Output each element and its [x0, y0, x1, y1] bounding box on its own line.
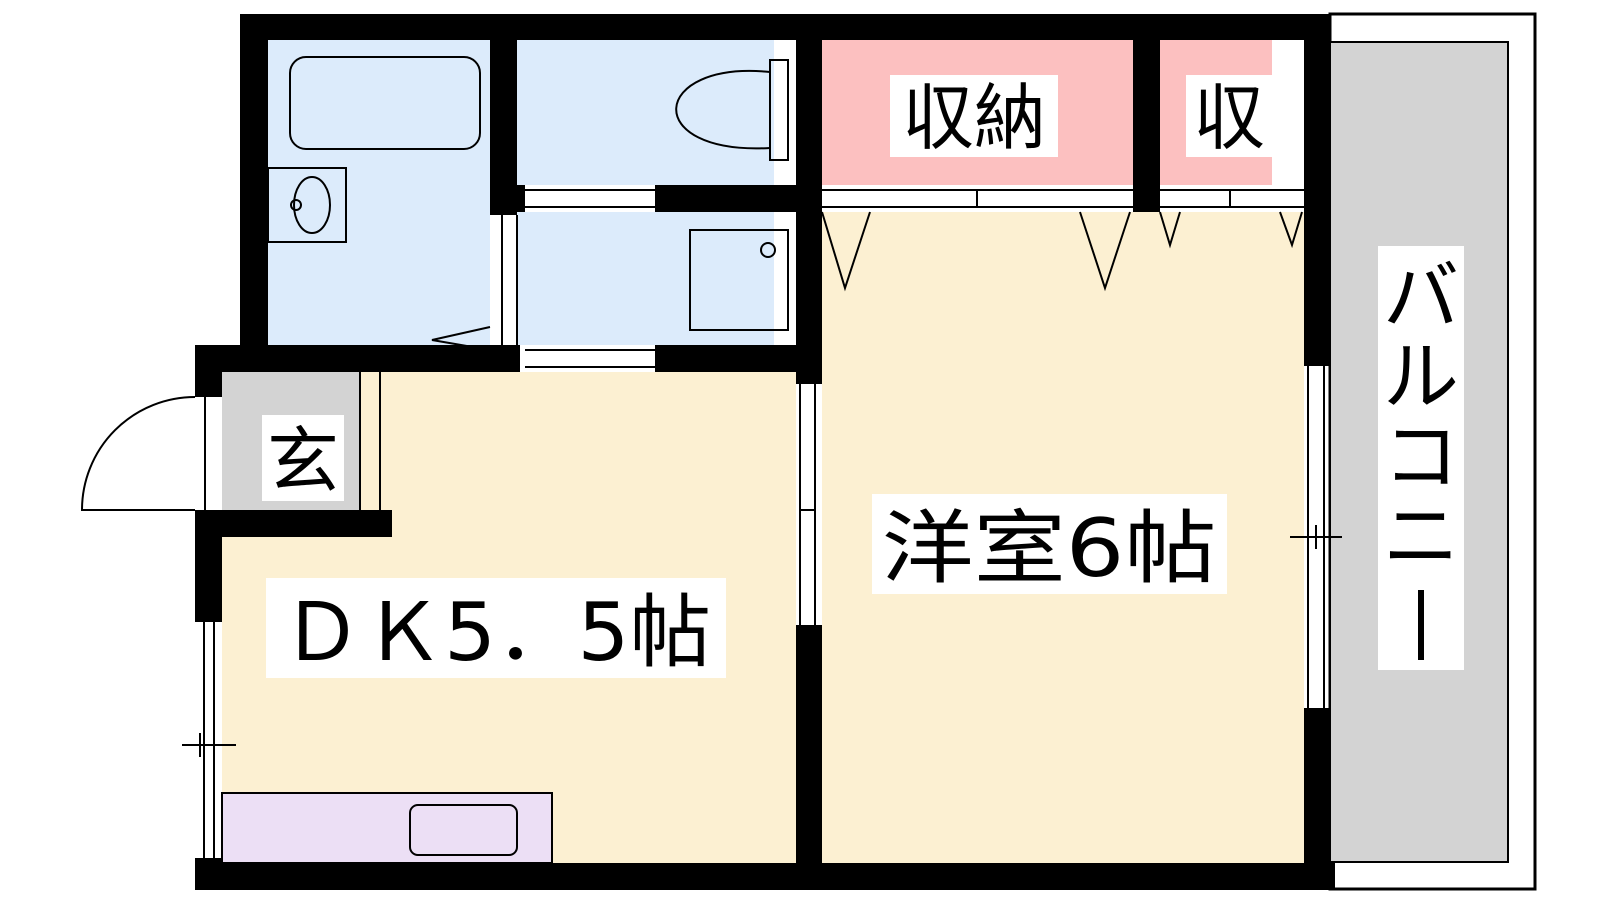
toilet-floor: [517, 40, 774, 185]
western-room-label-bg: [872, 494, 1227, 594]
storage-large-label: 収納: [902, 76, 1046, 160]
basin-bowl: [293, 176, 331, 234]
dk-label-bg: [266, 578, 726, 678]
frames: [182, 189, 1342, 858]
kitchen-counter: [221, 792, 553, 864]
balcony-long-dash: [1418, 590, 1424, 660]
storage-small-label: 収: [1193, 76, 1265, 160]
western-room-label: 洋室6帖: [882, 502, 1217, 595]
washer-icon: [689, 229, 789, 331]
walls: [195, 14, 1335, 890]
bath-door-swing: [431, 326, 491, 351]
storage-small-label-bg: [1186, 75, 1272, 157]
storage-door-swings: [821, 211, 1303, 292]
washbasin-icon: [267, 167, 347, 243]
toilet-icon: [675, 59, 789, 161]
storage-large-label-bg: [890, 75, 1058, 157]
bath-floor: [268, 40, 490, 345]
bathtub-icon: [289, 56, 481, 150]
washroom-floor: [517, 212, 774, 345]
sink-icon: [409, 804, 518, 856]
balcony-char-3: コ: [1383, 412, 1459, 501]
dk-label: ＤＫ5．5帖: [281, 586, 711, 679]
entrance-door-swing: [80, 396, 196, 511]
entrance-label-bg: [262, 415, 344, 501]
balcony-char-2: ル: [1383, 332, 1459, 421]
balcony-label: バ ル コ ニ: [1383, 252, 1459, 660]
balcony-floor: [1329, 41, 1509, 863]
basin-tap: [290, 199, 302, 211]
balcony-char-1: バ: [1383, 252, 1459, 341]
entrance-label: 玄: [267, 419, 339, 503]
balcony-char-4: ニ: [1383, 492, 1459, 581]
